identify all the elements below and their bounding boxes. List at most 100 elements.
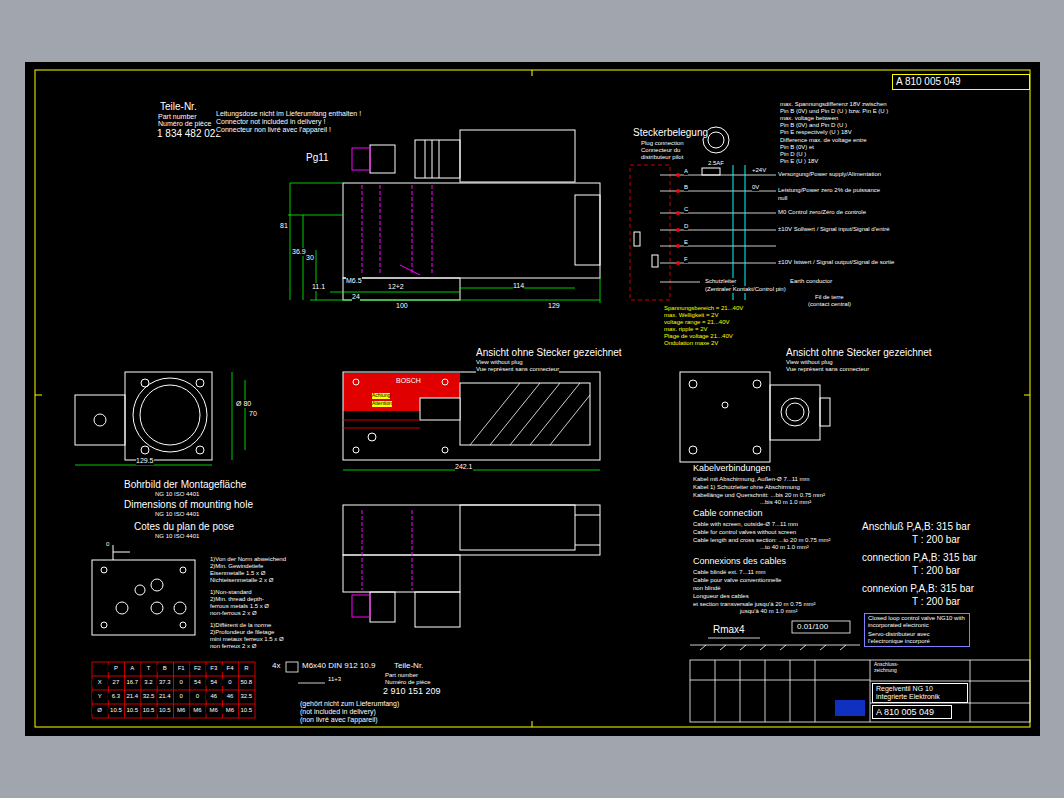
drawing-label: 46 [222,693,237,700]
drawing-label: 1)Non-standard [210,589,252,596]
drawing-label: R [239,665,254,672]
drawing-label: Cotes du plan de pose [134,521,234,532]
drawing-label: A [125,665,140,672]
drawing-label: Kabel mit Abschirmung, Außen-Ø 7...11 mm [693,476,810,483]
drawing-label: Steckerbelegung [633,127,708,138]
drawing-label: null [778,195,787,202]
drawing-label: 46 [206,693,221,700]
drawing-label: 37.3 [157,679,172,686]
drawing-label: voltage range = 21...40V [664,319,730,326]
drawing-label: 114 [513,282,524,290]
drawing-label: 0 [174,679,189,686]
drawing-label: 27 [108,679,123,686]
drawing-label: ...to 40 m 1.0 mm² [760,544,809,551]
drawing-label: (contact central) [808,301,851,308]
drawing-label: NG 10 ISO 4401 [155,511,199,518]
drawing-label: Kabelverbindungen [693,464,771,474]
drawing-label: Eisenmetalle 1.5 x Ø [210,570,265,577]
drawing-label: 24 [352,293,360,301]
drawing-label: 54 [206,679,221,686]
drawing-label: Numéro de pièce [158,120,211,128]
drawing-label: ±10V Istwert / Signal output/Signal de s… [778,259,894,266]
drawing-label: Connecteur non livré avec l'appareil ! [216,126,331,134]
drawing-label: 10.5 [108,707,123,714]
drawing-label: Kabellänge und Querschnitt: ...bis 20 m … [693,492,825,499]
drawing-label: 54 [190,679,205,686]
drawing-label: distributeur pilot [641,154,683,161]
drawing-label: Plage de voltage 21...40V [664,333,733,340]
drawing-label: X [92,679,107,686]
drawing-label: Earth conductor [790,278,832,285]
drawing-label: F4 [222,665,237,672]
drawing-label: 11.1 [312,283,325,291]
drawing-label: et section transversale jusqu'à 20 m 0.7… [693,601,816,608]
drawing-label: 50.8 [239,679,254,686]
drawing-label: 32.5 [141,693,156,700]
drawing-label: Pg11 [306,152,329,163]
number-cell: A 810 005 049 [872,705,952,719]
drawing-label: Bohrbild der Montagefläche [124,479,246,490]
drawing-label: connexion P,A,B: 315 bar [862,583,974,594]
drawing-label: Connector not included in delivery ! [216,118,325,126]
drawing-label: Ansicht ohne Stecker gezeichnet [476,347,622,358]
drawing-label: (gehört nicht zum Lieferumfang) [300,700,399,708]
drawing-label: 4x [272,662,280,671]
drawing-label: 2)Min. thread depth- [210,596,264,603]
drawing-label: Cable with screen, outside-Ø 7...11 mm [693,521,798,528]
drawing-label: Leistung/Power zero 2% de puissance [778,187,880,194]
drawing-label: 1 834 482 022 [157,128,221,139]
drawing-label: mini metaux ferreux 1.5 x Ø [210,636,284,643]
drawing-label: F2 [190,665,205,672]
drawing-label: View without plug [476,359,523,366]
drawing-label: (non livré avec l'appareil) [300,716,378,724]
drawing-label: Rmax4 [713,624,745,635]
drawing-label: Cable for control valves without screen [693,529,796,536]
drawing-label: M6 [206,707,221,714]
drawing-label: (not included in delivery) [300,708,376,716]
drawing-label: non ferreux 2 x Ø [210,643,256,650]
note-box: Closed loop control valve NG10 with inco… [864,613,970,647]
drawing-label: Anschluss- [874,662,898,668]
drawing-label: connection P,A,B: 315 bar [862,552,977,563]
drawing-label: Versorgung/Power supply/Alimentation [778,171,881,178]
drawing-label: 10.5 [157,707,172,714]
drawing-label: BOSCH [396,377,421,385]
drawing-label: non-ferrous 2 x Ø [210,610,257,617]
drawing-label: 0 [106,541,109,548]
drawing-label: +24V [752,167,766,174]
node-text: Closed loop control valve NG10 with inco… [868,615,966,629]
drawing-label: Longueur des cables [693,593,749,600]
drawing-label: P [108,665,123,672]
drawing-label: Nichteisenmetalle 2 x Ø [210,577,273,584]
drawing-label: 21.4 [157,693,172,700]
drawing-label: Ansicht ohne Stecker gezeichnet [786,347,932,358]
drawing-label: NG 10 ISO 4401 [155,533,199,540]
drawing-label: 0 [190,693,205,700]
node-text: A 810 005 049 [896,76,1026,88]
drawing-label: A [684,168,688,175]
drawing-label: 81 [280,222,288,230]
drawing-label: ...bis 40 m 1.0 mm² [760,499,811,506]
drawing-label: max. Welligkeit = 2V [664,312,718,319]
node-text: A 810 005 049 [876,707,948,717]
drawing-label: B [157,665,172,672]
drawing-label: B [684,184,688,191]
drawing-label: M6.5 [346,277,362,285]
drawing-label: Vue représent sans connecteur [786,366,869,373]
drawing-label: Cable blindé ext. 7...11 mm [693,569,766,576]
drawing-label: M0 Control zero/Zéro de controle [778,209,866,216]
drawing-label: 2)Profondeur de filetage [210,629,274,636]
drawing-label: Teile-Nr. [394,662,423,671]
drawing-label: Kabel 1) Schutzleiter ohne Abschirmung [693,484,800,491]
drawing-label: M6 [174,707,189,714]
drawing-label: D [684,223,688,230]
drawing-label: Ø 80 [236,400,251,408]
drawing-label: non blindé [693,585,721,592]
drawing-label: Y [92,693,107,700]
drawing-label: max. Spannungsdifferenz 18V zwischen [780,101,887,108]
drawing-label: 129 [548,302,560,310]
node-text: Servo-distributeur avec l'electronique i… [868,631,966,645]
drawing-label: Ondulation maxe 2V [664,340,718,347]
drawing-label: 21.4 [125,693,140,700]
drawing-label: 10.5 [125,707,140,714]
